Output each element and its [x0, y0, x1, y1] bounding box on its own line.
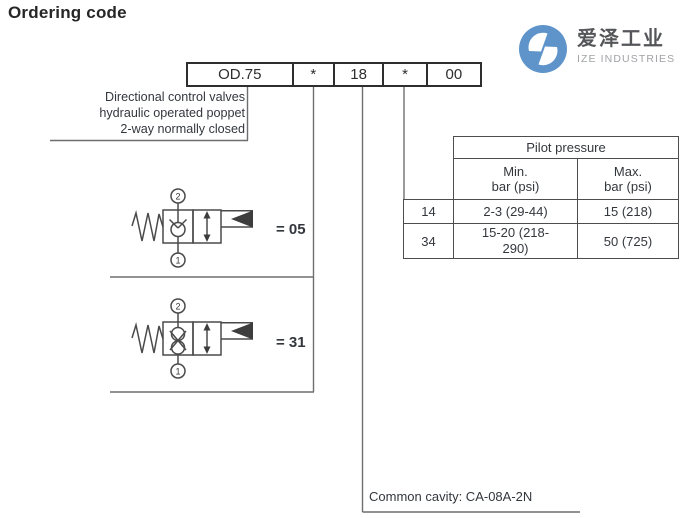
logo-company-name-en: IZE INDUSTRIES: [577, 53, 676, 65]
logo-mark-icon: [519, 25, 567, 73]
spring-icon: [131, 322, 164, 354]
table-row: 14 2-3 (29-44) 15 (218): [403, 199, 679, 224]
pilot-pressure-table: Pilot pressure Min. bar (psi) Max. bar (…: [403, 136, 679, 259]
code-cell-option2: *: [382, 64, 425, 85]
code-cell-size: 18: [332, 64, 382, 85]
pilot-triangle-icon: [231, 210, 253, 228]
port-2-label: 2: [175, 191, 180, 201]
port-1-label: 1: [175, 366, 180, 376]
port-2-circle: [170, 298, 186, 314]
port-1-label: 1: [175, 255, 180, 265]
option-value-05: = 05: [276, 221, 306, 238]
logo-company-name-cn: 爱泽工业: [577, 28, 665, 50]
poppet-icon-upper: [170, 326, 186, 342]
row-min-value: 15-20 (218- 290): [453, 223, 578, 259]
spring-icon: [131, 210, 164, 242]
row-max-value: 15 (218): [577, 199, 679, 224]
company-logo: 爱泽工业 IZE INDUSTRIES: [517, 24, 675, 76]
table-spacer-cell: [404, 159, 454, 200]
port-1-circle: [170, 363, 186, 379]
code-cell-suffix: 00: [425, 64, 480, 85]
column-header-min: Min. bar (psi): [453, 158, 578, 200]
poppet-icon-lower: [170, 340, 186, 355]
poppet-icon: [170, 221, 186, 238]
common-cavity-note: Common cavity: CA-08A-2N: [369, 489, 533, 504]
valve-body-right: [192, 209, 222, 244]
series-description-line: hydraulic operated poppet: [99, 106, 245, 120]
code-cell-series: OD.75: [218, 66, 262, 83]
page-title: Ordering code: [8, 3, 127, 22]
column-label: Max.: [613, 164, 643, 179]
valve-body-left: [162, 209, 194, 244]
row-code: 34: [403, 223, 454, 259]
pilot-pressure-header: Pilot pressure: [453, 136, 679, 159]
port-2-label: 2: [175, 301, 180, 311]
valve-body-left: [162, 321, 194, 356]
ordering-code-box: OD.75 * 18 * 00: [186, 62, 482, 87]
table-row: 34 15-20 (218- 290) 50 (725): [403, 223, 679, 259]
column-header-max: Max. bar (psi): [577, 158, 679, 200]
column-label: Min.: [503, 164, 528, 179]
valve-body-right: [192, 321, 222, 356]
code-cell-option1: *: [291, 64, 333, 85]
series-description-line: Directional control valves: [105, 90, 245, 104]
port-2-circle: [170, 188, 186, 204]
column-unit: bar (psi): [491, 179, 540, 194]
row-min-value: 2-3 (29-44): [453, 199, 578, 224]
series-description: Directional control valves hydraulic ope…: [38, 89, 245, 137]
column-unit: bar (psi): [604, 179, 652, 194]
pilot-triangle-icon: [231, 322, 253, 340]
series-description-line: 2-way normally closed: [120, 122, 245, 136]
port-1-circle: [170, 252, 186, 268]
logo-text: 爱泽工业 IZE INDUSTRIES: [577, 24, 675, 65]
row-max-value: 50 (725): [577, 223, 679, 259]
valve-symbol-31: 2 1: [131, 298, 253, 379]
table-spacer-cell: [404, 137, 454, 159]
option-value-31: = 31: [276, 334, 306, 351]
valve-symbol-05: 2 1: [131, 188, 253, 268]
row-code: 14: [403, 199, 454, 224]
